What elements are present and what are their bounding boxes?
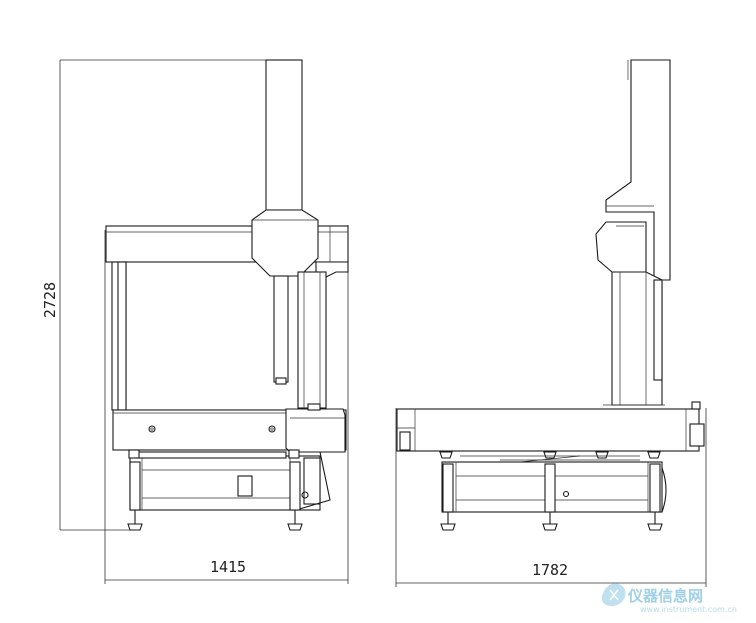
front-width-dimension: 1415 [104,225,349,584]
watermark-url: www.instrument.com.cn [640,605,737,614]
front-z-column [265,59,303,211]
front-drive-housing [285,408,346,453]
side-z-column [605,59,671,281]
front-control-box [237,475,253,497]
side-width-dimension: 1782 [395,408,707,587]
side-carriage [595,221,647,273]
side-width-dimension-label: 1782 [532,561,568,579]
front-width-dimension-label: 1415 [210,558,246,576]
watermark-brand: 仪器信息网 [627,587,703,605]
side-view [396,59,705,531]
watermark: 仪器信息网 www.instrument.com.cn [601,583,737,614]
height-dimension: 2728 [41,59,268,531]
front-probe-ram [273,275,289,383]
front-view [105,59,349,531]
side-granite-table [396,408,700,452]
height-dimension-label: 2728 [41,282,59,318]
front-right-leg [297,271,327,409]
front-base-frame [129,455,321,511]
